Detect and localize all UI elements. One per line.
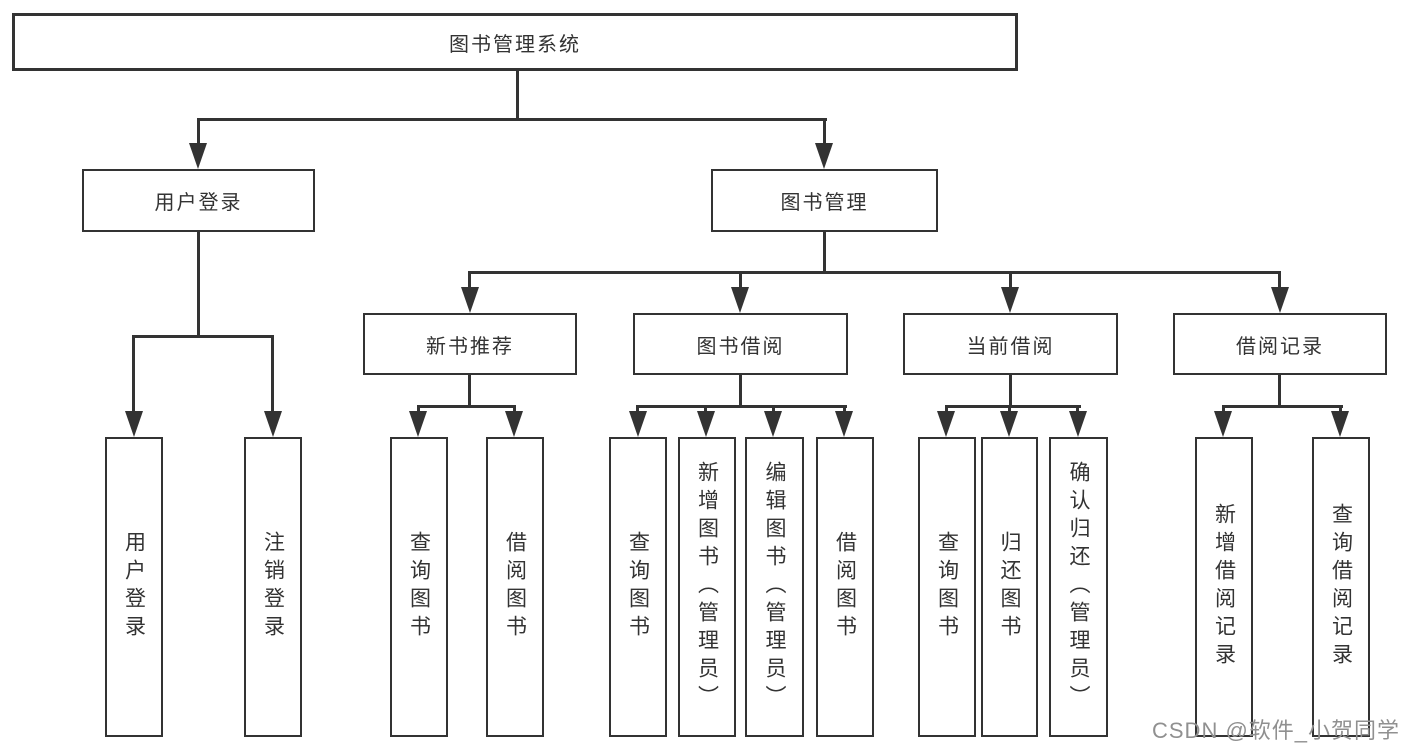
leaf-label: 编辑图书（管理员）: [763, 461, 786, 713]
node-book-management: 图书管理: [711, 169, 938, 232]
arrowhead-leaf-add-borrow-record: [1214, 411, 1232, 437]
leaf-confirm-return-admin: 确认归还（管理员）: [1049, 437, 1108, 737]
connector-bookmgmt-stem: [823, 232, 826, 274]
leaf-user-login: 用户登录: [105, 437, 163, 737]
connector-current-stem: [1009, 375, 1012, 408]
connector-records-stem: [1278, 375, 1281, 408]
connector-userlogin-drop-1: [132, 338, 135, 412]
node-label: 图书管理系统: [449, 33, 581, 56]
leaf-borrow-books-borrowing: 借阅图书: [816, 437, 874, 737]
node-label: 用户登录: [154, 192, 243, 214]
leaf-label: 用户登录: [122, 531, 146, 643]
node-library-management-system: 图书管理系统: [12, 13, 1018, 71]
leaf-label: 新增借阅记录: [1212, 503, 1236, 671]
connector-root-hbar: [197, 118, 827, 121]
leaf-add-books-admin: 新增图书（管理员）: [678, 437, 736, 737]
arrowhead-leaf-confirm-return-admin: [1069, 411, 1087, 437]
arrowhead-leaf-return-books: [1000, 411, 1018, 437]
leaf-label: 注销登录: [261, 531, 285, 643]
connector-userlogin-stem: [197, 232, 200, 335]
arrowhead-new-book-recommendation: [461, 287, 479, 313]
leaf-add-borrow-record: 新增借阅记录: [1195, 437, 1253, 737]
leaf-label: 新增图书（管理员）: [695, 461, 719, 713]
node-label: 图书管理: [780, 192, 869, 214]
connector-bookmgmt-drop-1: [468, 274, 471, 287]
connector-userlogin-hbar: [132, 335, 274, 338]
arrowhead-leaf-query-borrow-record: [1331, 411, 1349, 437]
leaf-query-books-current: 查询图书: [918, 437, 976, 737]
node-user-login: 用户登录: [82, 169, 315, 232]
arrowhead-leaf-add-books-admin: [697, 411, 715, 437]
node-label: 图书借阅: [696, 335, 785, 358]
node-book-borrowing: 图书借阅: [633, 313, 848, 375]
leaf-logout: 注销登录: [244, 437, 302, 737]
leaf-label: 借阅图书: [503, 531, 527, 643]
leaf-query-books-recommend: 查询图书: [390, 437, 448, 737]
connector-root-drop-right: [823, 121, 826, 145]
leaf-query-books-borrowing: 查询图书: [609, 437, 667, 737]
leaf-query-borrow-record: 查询借阅记录: [1312, 437, 1370, 737]
arrowhead-leaf-borrow-books-borrowing: [835, 411, 853, 437]
arrowhead-current-borrowing: [1001, 287, 1019, 313]
arrowhead-user-login: [189, 143, 207, 169]
leaf-label: 查询图书: [407, 531, 431, 643]
leaf-borrow-books-recommend: 借阅图书: [486, 437, 544, 737]
csdn-watermark: CSDN @软件_小贺同学: [1152, 718, 1401, 743]
connector-records-hbar: [1222, 405, 1343, 408]
leaf-label: 归还图书: [998, 531, 1021, 643]
connector-newbook-stem: [468, 375, 471, 408]
arrowhead-book-management: [815, 143, 833, 169]
leaf-return-books: 归还图书: [981, 437, 1038, 737]
connector-userlogin-drop-2: [271, 338, 274, 412]
arrowhead-leaf-edit-books-admin: [764, 411, 782, 437]
arrowhead-leaf-query-books-borrowing: [629, 411, 647, 437]
node-label: 当前借阅: [966, 335, 1055, 358]
leaf-edit-books-admin: 编辑图书（管理员）: [745, 437, 804, 737]
node-current-borrowing: 当前借阅: [903, 313, 1118, 375]
connector-bookmgmt-drop-3: [1009, 274, 1012, 287]
node-borrowing-records: 借阅记录: [1173, 313, 1387, 375]
arrowhead-leaf-query-books-recommend: [409, 411, 427, 437]
node-label: 借阅记录: [1236, 335, 1324, 358]
connector-root-stem: [516, 71, 519, 119]
leaf-label: 查询借阅记录: [1329, 503, 1353, 671]
arrowhead-leaf-borrow-books-recommend: [505, 411, 523, 437]
arrowhead-leaf-user-login: [125, 411, 143, 437]
leaf-label: 查询图书: [935, 531, 959, 643]
connector-current-hbar: [945, 405, 1081, 408]
connector-bookmgmt-drop-2: [739, 274, 742, 287]
connector-borrowing-stem: [739, 375, 742, 408]
connector-bookmgmt-hbar: [468, 271, 1281, 274]
arrowhead-book-borrowing: [731, 287, 749, 313]
leaf-label: 确认归还（管理员）: [1067, 461, 1090, 713]
leaf-label: 借阅图书: [833, 531, 857, 643]
arrowhead-leaf-logout: [264, 411, 282, 437]
connector-bookmgmt-drop-4: [1278, 274, 1281, 287]
node-new-book-recommendation: 新书推荐: [363, 313, 577, 375]
leaf-label: 查询图书: [626, 531, 650, 643]
arrowhead-borrowing-records: [1271, 287, 1289, 313]
connector-newbook-hbar: [417, 405, 516, 408]
node-label: 新书推荐: [426, 335, 514, 358]
connector-borrowing-hbar: [636, 405, 847, 408]
arrowhead-leaf-query-books-current: [937, 411, 955, 437]
connector-root-drop-left: [197, 121, 200, 145]
